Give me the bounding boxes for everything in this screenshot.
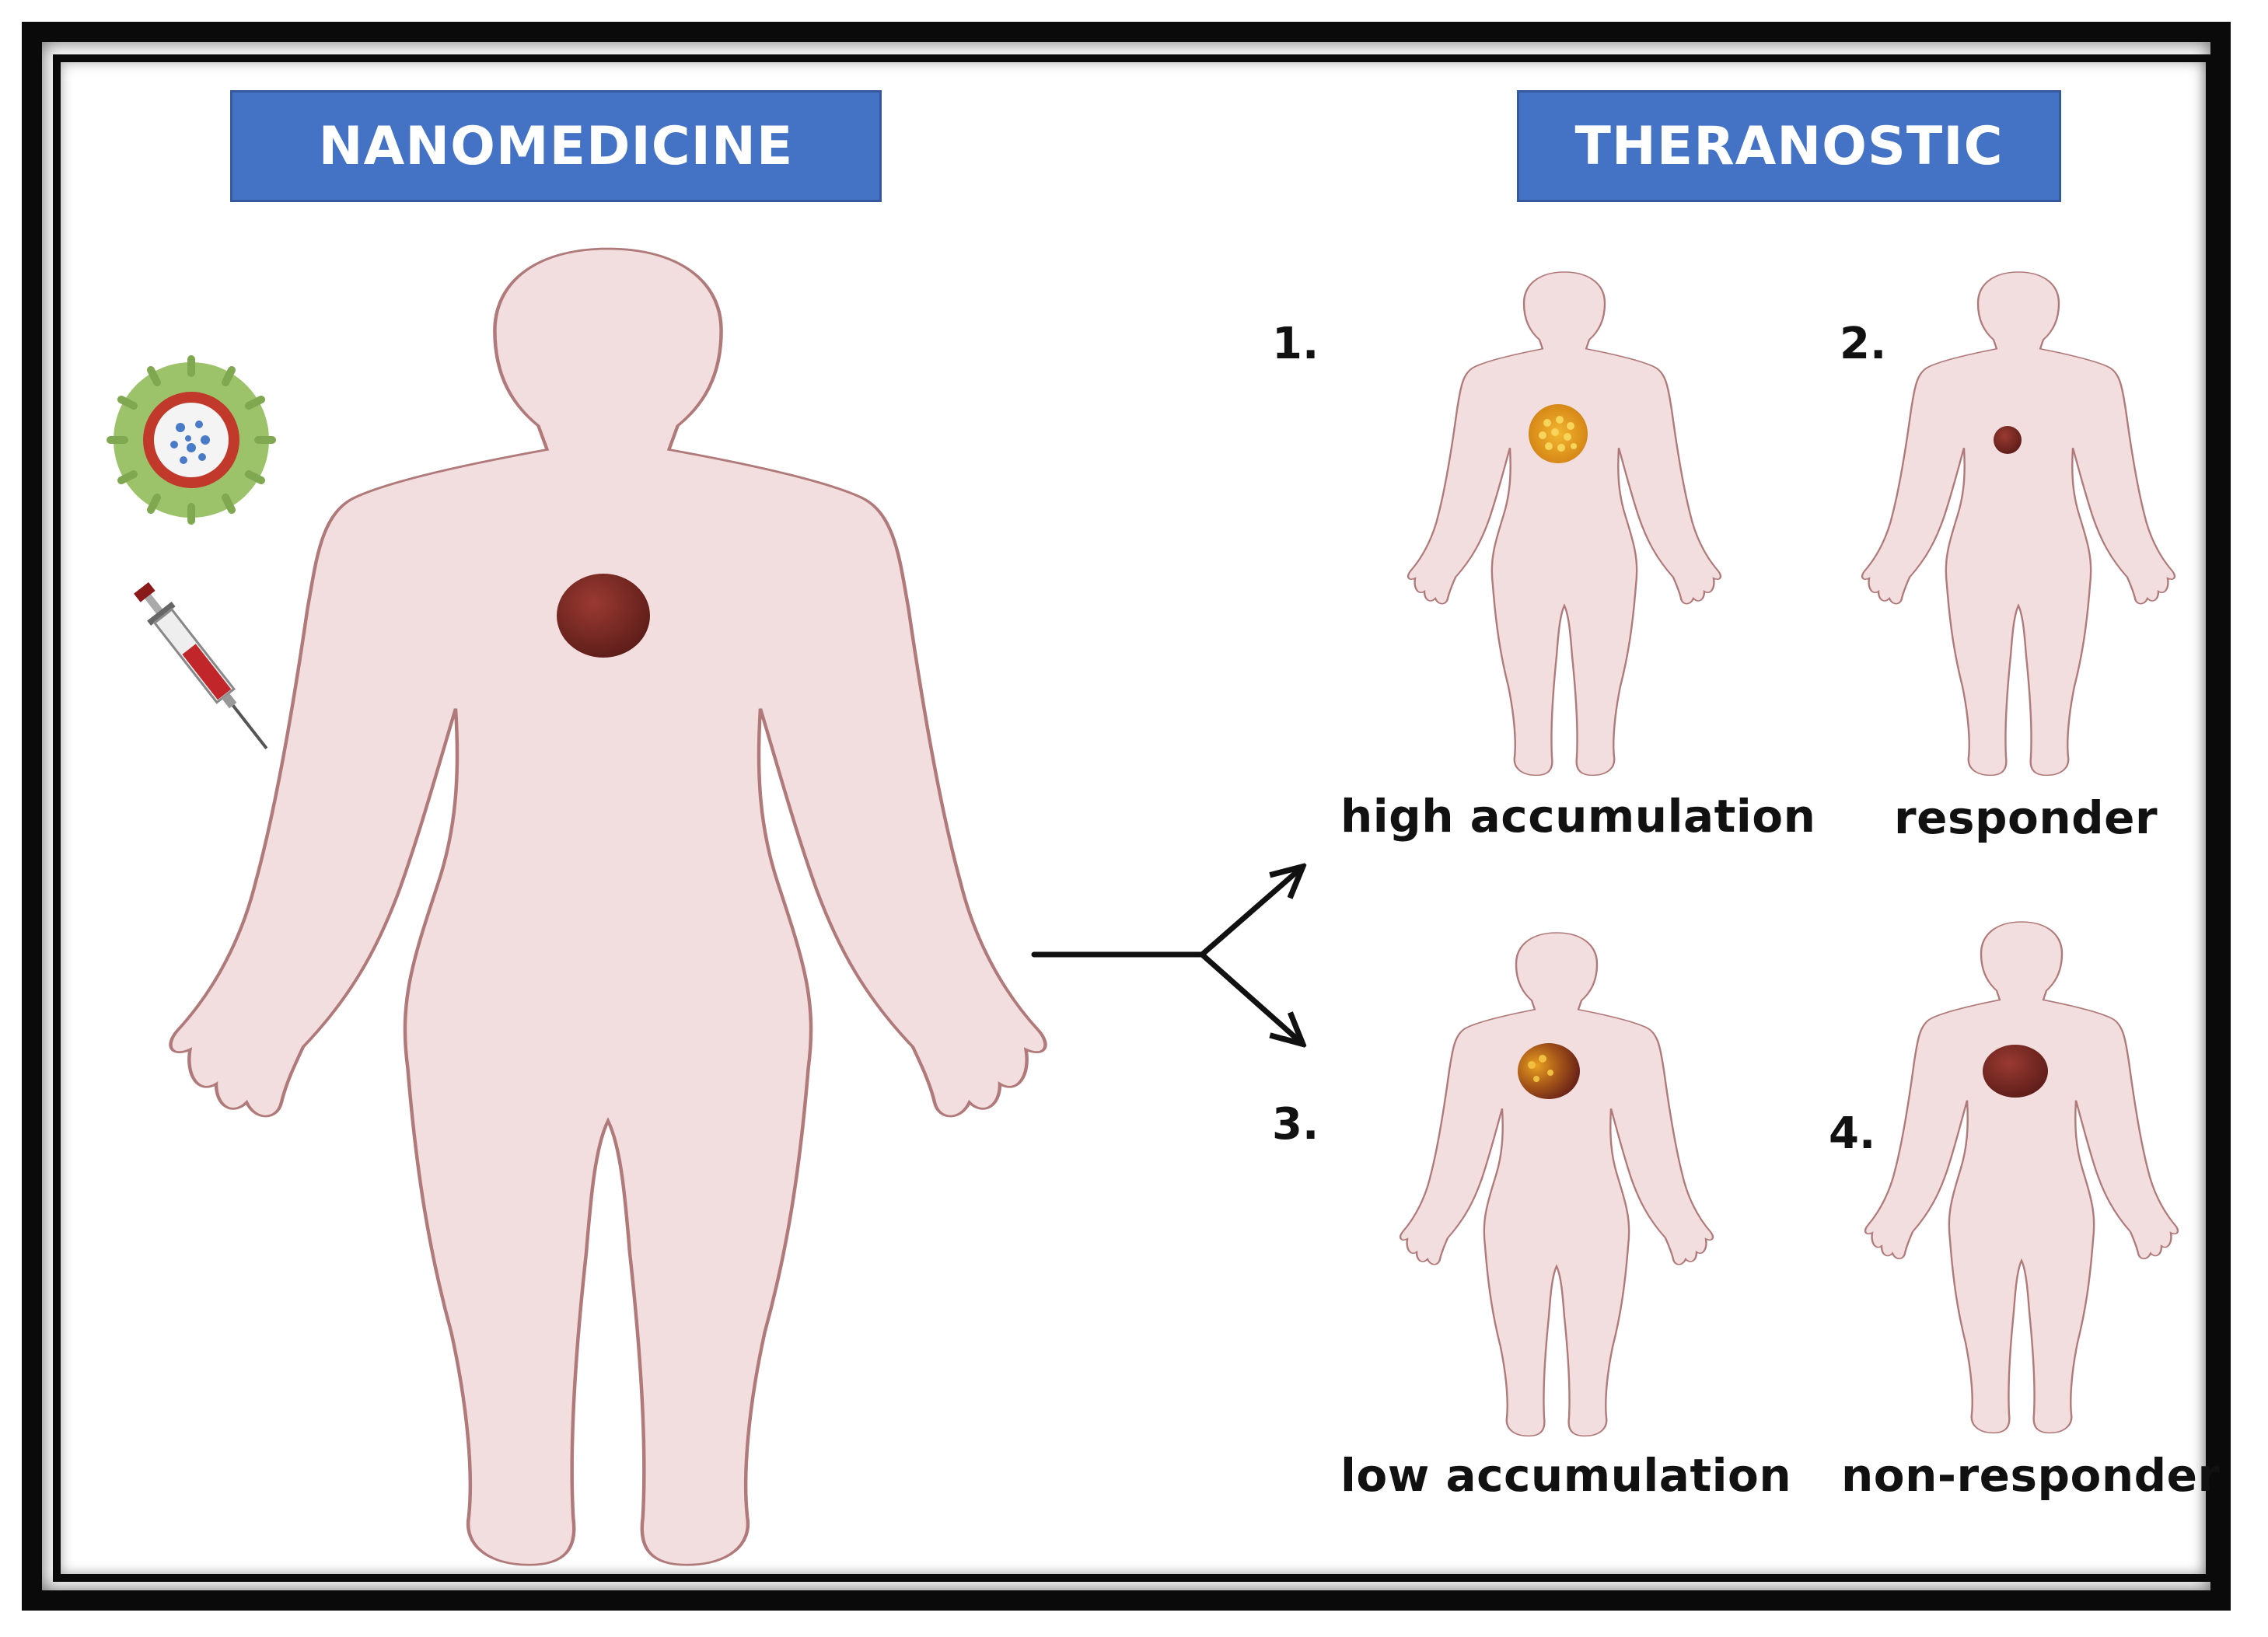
panel-2-number: 2. xyxy=(1840,319,1887,369)
branching-arrow-icon xyxy=(1031,869,1300,1042)
panel-2-caption: responder xyxy=(1894,791,2158,844)
panel-3-number: 3. xyxy=(1272,1099,1319,1150)
figure-3-tumor xyxy=(1518,1043,1580,1099)
main-tumor xyxy=(557,574,650,658)
figure-2-body xyxy=(1861,271,2176,777)
figure-3-body xyxy=(1399,931,1714,1437)
panel-4-number: 4. xyxy=(1829,1108,1876,1159)
panel-1-caption: high accumulation xyxy=(1340,790,1816,843)
header-nanomedicine: NANOMEDICINE xyxy=(230,90,882,202)
panel-3-caption: low accumulation xyxy=(1340,1449,1792,1502)
panel-4-caption: non-responder xyxy=(1841,1449,2221,1502)
syringe-icon xyxy=(134,581,268,750)
figure-4-tumor xyxy=(1983,1045,2048,1098)
figure-4-body xyxy=(1864,920,2179,1434)
figure-2-tumor xyxy=(1994,426,2022,454)
nanoparticle-icon xyxy=(107,355,276,525)
main-body-figure xyxy=(171,249,1046,1565)
inner-frame xyxy=(53,54,2214,1582)
figure-1-body xyxy=(1407,271,1722,777)
figure-1-tumor xyxy=(1529,404,1588,463)
panel-1-number: 1. xyxy=(1272,319,1319,369)
header-theranostic: THERANOSTIC xyxy=(1517,90,2061,202)
outer-frame xyxy=(22,22,2231,1611)
